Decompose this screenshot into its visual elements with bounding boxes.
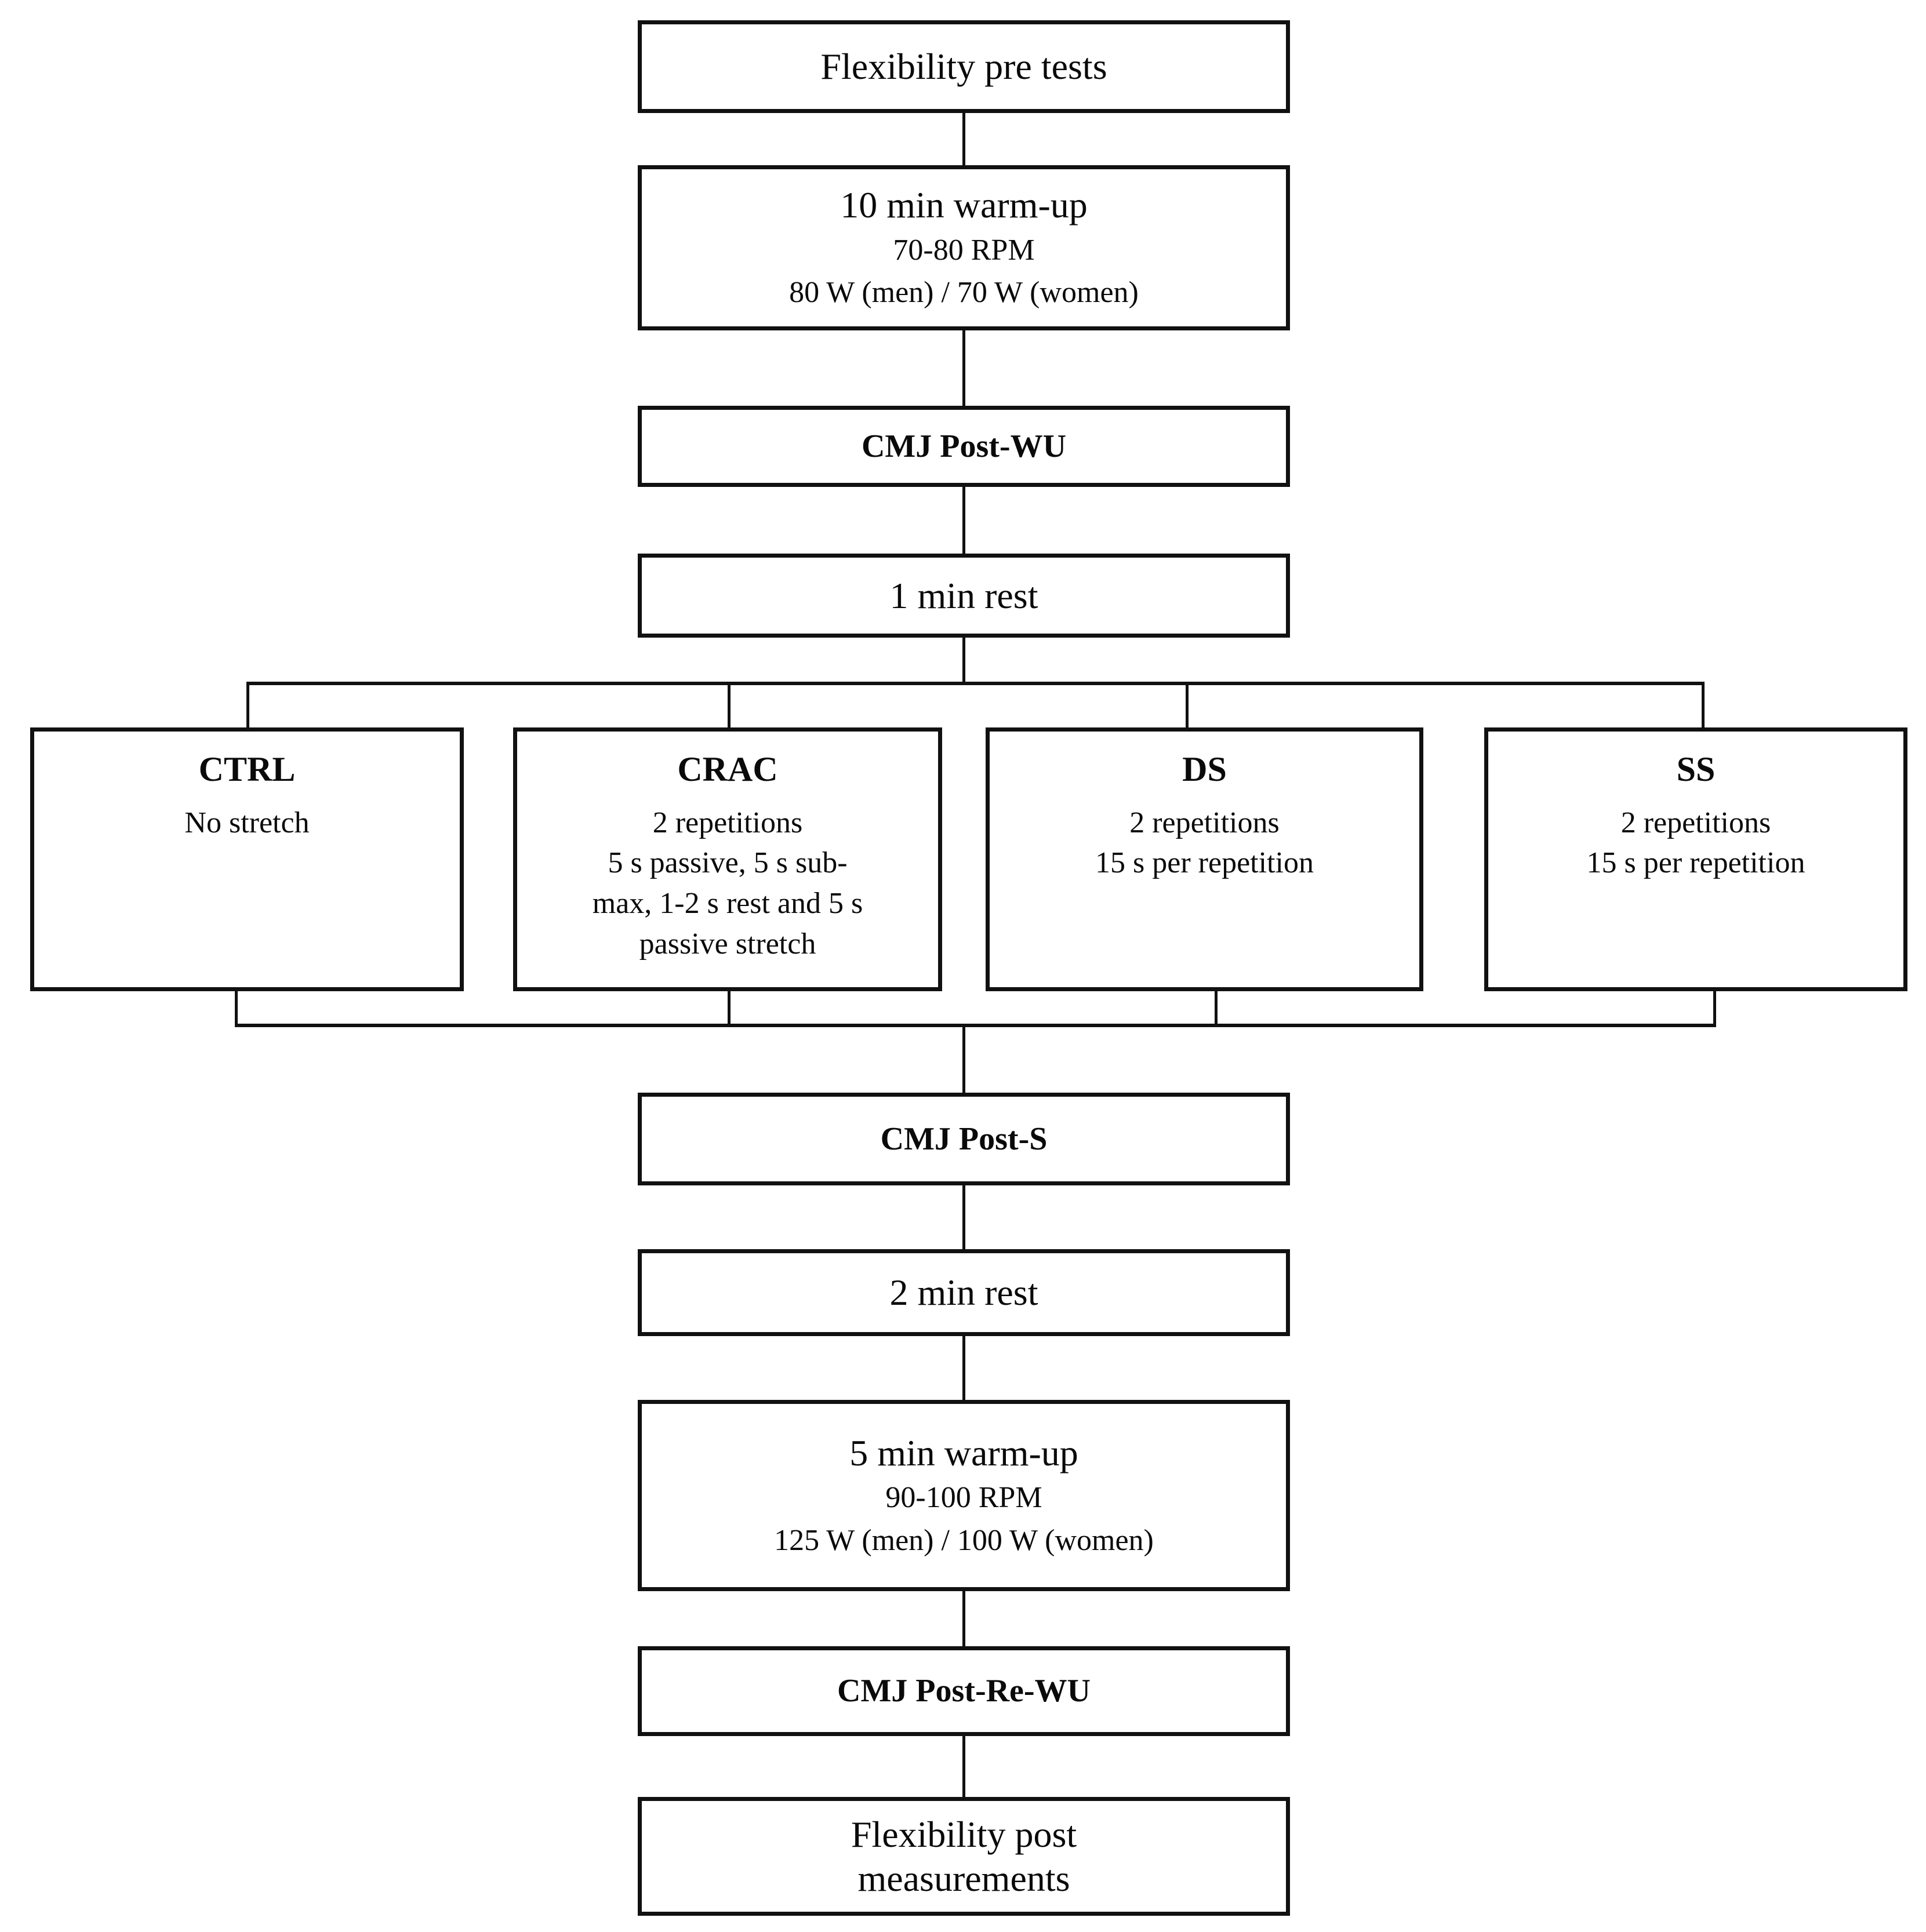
node-cmj-post-re-wu[interactable]: CMJ Post-Re-WU <box>638 1646 1290 1736</box>
node-title: Flexibility post measurements <box>851 1813 1077 1899</box>
connector-ctrl-to-merge-bus <box>235 991 238 1027</box>
merge-bus-horizontal <box>235 1024 1716 1027</box>
node-title: CMJ Post-S <box>880 1120 1048 1157</box>
node-10-min-warm-up[interactable]: 10 min warm-up 70-80 RPM 80 W (men) / 70… <box>638 165 1290 330</box>
node-title: DS <box>1182 750 1227 788</box>
connector-crac-to-merge-bus <box>728 991 731 1027</box>
node-cmj-post-s[interactable]: CMJ Post-S <box>638 1093 1290 1185</box>
node-detail: 2 repetitions 15 s per repetition <box>1095 806 1314 880</box>
connector-cmj-post-re-wu-to-flexibility-post <box>962 1736 965 1800</box>
connector-ds-to-merge-bus <box>1215 991 1218 1027</box>
connector-pre-to-warmup <box>962 113 965 168</box>
connector-cmj-post-wu-to-rest <box>962 487 965 556</box>
node-flexibility-post-measurements[interactable]: Flexibility post measurements <box>638 1797 1290 1916</box>
connector-rest2-to-warmup5 <box>962 1336 965 1403</box>
node-title: 1 min rest <box>889 574 1038 616</box>
connector-bus-to-ctrl <box>246 682 249 729</box>
node-group-ds[interactable]: DS 2 repetitions 15 s per repetition <box>986 727 1423 991</box>
node-flexibility-pre-tests[interactable]: Flexibility pre tests <box>638 20 1290 113</box>
connector-warmup5-to-cmj-post-re-wu <box>962 1591 965 1649</box>
connector-cmj-post-s-to-rest2 <box>962 1185 965 1252</box>
node-title: CMJ Post-WU <box>861 428 1067 464</box>
node-detail: 2 repetitions 15 s per repetition <box>1586 806 1805 880</box>
node-title: CTRL <box>198 750 296 788</box>
node-detail-rpm: 70-80 RPM <box>893 233 1035 267</box>
node-detail-watts: 125 W (men) / 100 W (women) <box>774 1523 1154 1557</box>
connector-bus-to-ss <box>1702 682 1705 729</box>
connector-merge-bus-to-cmj-post-s <box>962 1024 965 1096</box>
node-detail-rpm: 90-100 RPM <box>885 1481 1042 1515</box>
node-title: CRAC <box>677 750 778 788</box>
node-title: SS <box>1676 750 1716 788</box>
node-group-crac[interactable]: CRAC 2 repetitions 5 s passive, 5 s sub-… <box>513 727 942 991</box>
connector-warmup-to-cmj-post-wu <box>962 330 965 409</box>
node-title: 2 min rest <box>889 1272 1038 1314</box>
node-cmj-post-wu[interactable]: CMJ Post-WU <box>638 406 1290 487</box>
node-title: Flexibility pre tests <box>820 46 1107 88</box>
node-group-ctrl[interactable]: CTRL No stretch <box>30 727 464 991</box>
connector-bus-to-ds <box>1186 682 1189 729</box>
connector-ss-to-merge-bus <box>1713 991 1716 1027</box>
node-detail: No stretch <box>184 806 310 839</box>
node-title: 5 min warm-up <box>849 1432 1078 1473</box>
node-detail: 2 repetitions 5 s passive, 5 s sub- max,… <box>592 806 863 960</box>
node-1-min-rest[interactable]: 1 min rest <box>638 554 1290 638</box>
connector-rest-to-split-bus <box>962 638 965 685</box>
connector-bus-to-crac <box>728 682 731 729</box>
node-title: 10 min warm-up <box>840 184 1088 226</box>
node-2-min-rest[interactable]: 2 min rest <box>638 1249 1290 1336</box>
split-bus-horizontal <box>246 682 1703 685</box>
node-group-ss[interactable]: SS 2 repetitions 15 s per repetition <box>1484 727 1907 991</box>
node-detail-watts: 80 W (men) / 70 W (women) <box>789 276 1139 310</box>
node-5-min-warm-up[interactable]: 5 min warm-up 90-100 RPM 125 W (men) / 1… <box>638 1400 1290 1591</box>
node-title: CMJ Post-Re-WU <box>837 1673 1091 1709</box>
